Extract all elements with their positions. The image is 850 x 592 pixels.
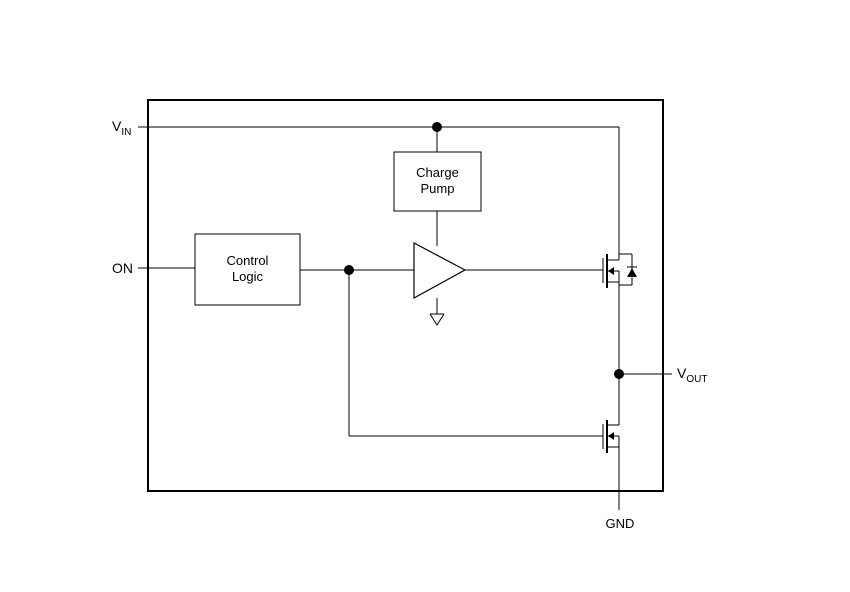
vout-pin-label-main: V [677, 365, 687, 381]
control-logic-block [194, 233, 301, 306]
vin-pin-label-sub: IN [121, 127, 131, 138]
package-outline [147, 99, 664, 492]
logic-output-net [300, 269, 603, 437]
discharge-fet [602, 374, 620, 510]
discharge-fet-body-arrow [608, 432, 614, 440]
pass-fet-body-arrow [608, 267, 614, 275]
vout-pin-label: VOUT [677, 365, 707, 385]
charge-pump-block [393, 151, 482, 212]
control-logic-label-line1: Control [227, 253, 269, 268]
charge-pump-label-line1: Charge [416, 165, 459, 180]
control-logic-label-line2: Logic [232, 269, 264, 284]
logic-junction-dot [344, 265, 354, 275]
body-diode-icon [627, 268, 637, 277]
vin-pin-label-main: V [112, 118, 122, 134]
charge-pump-label-line2: Pump [421, 181, 455, 196]
on-pin-label: ON [112, 260, 133, 276]
gate-driver-buffer [413, 242, 467, 300]
ground-symbol [429, 313, 445, 326]
gnd-pin-label: GND [606, 516, 635, 531]
vout-pin-label-sub: OUT [686, 374, 707, 385]
vin-junction-dot [432, 122, 442, 132]
vin-rail [138, 126, 620, 250]
vin-pin-label: VIN [112, 118, 131, 138]
